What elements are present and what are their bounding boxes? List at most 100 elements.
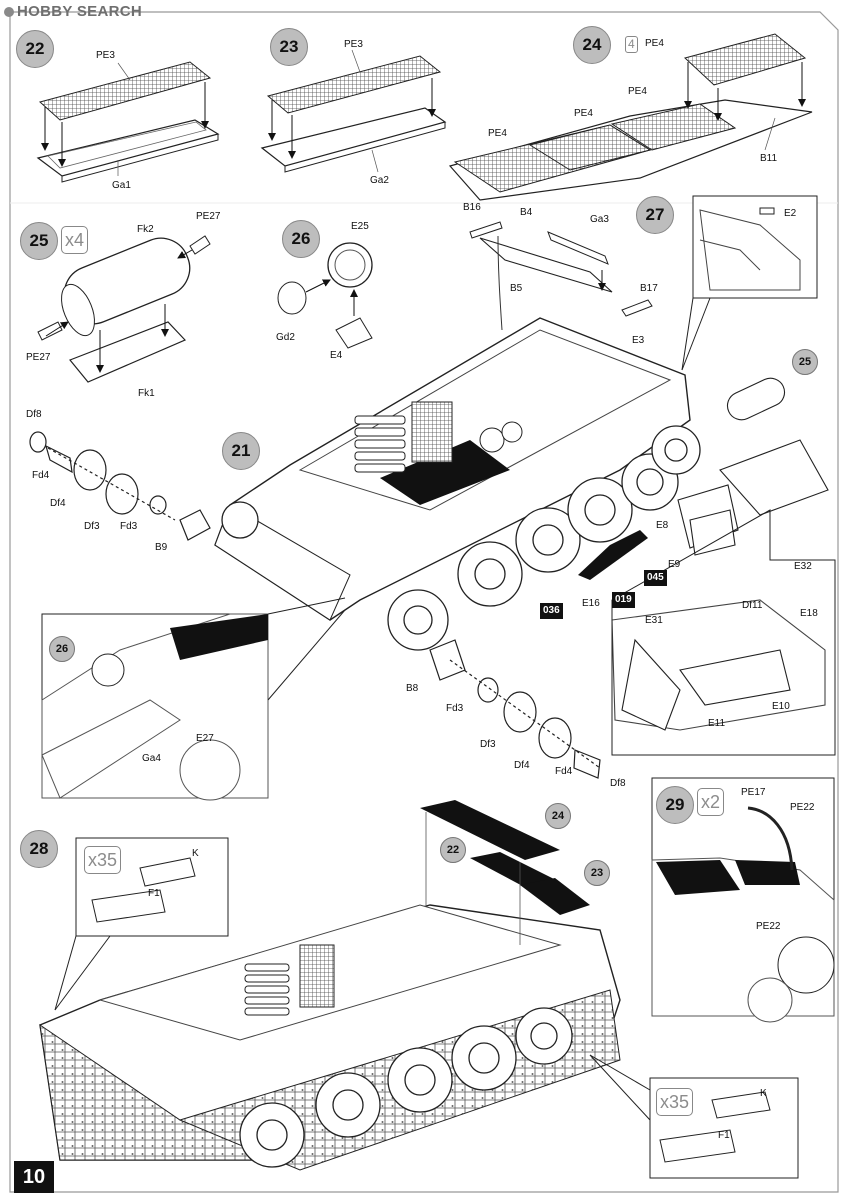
label-ga3: Ga3 xyxy=(590,214,609,225)
label-df8-a: Df8 xyxy=(26,409,42,420)
label-fd3-b: Fd3 xyxy=(446,703,464,714)
step-21-upper-parts xyxy=(469,221,653,331)
label-pe4-c: PE4 xyxy=(574,108,593,119)
label-e32: E32 xyxy=(794,561,812,572)
watermark: HOBBY SEARCH xyxy=(4,3,142,20)
ref-step-22: 22 xyxy=(440,837,466,863)
label-df3-a: Df3 xyxy=(84,521,100,532)
label-fk1: Fk1 xyxy=(138,388,155,399)
step-27-inset xyxy=(681,195,818,371)
label-e8: E8 xyxy=(656,520,669,531)
label-pe27-b: PE27 xyxy=(26,352,51,363)
label-gd2: Gd2 xyxy=(276,332,295,343)
label-b16: B16 xyxy=(463,202,481,213)
step-28-badge: 28 xyxy=(20,830,58,868)
label-df8-b: Df8 xyxy=(610,778,626,789)
label-b9: B9 xyxy=(155,542,168,553)
label-b5: B5 xyxy=(510,283,523,294)
label-e10: E10 xyxy=(772,701,790,712)
label-fk2: Fk2 xyxy=(137,224,154,235)
label-fd4-a: Fd4 xyxy=(32,470,50,481)
label-pe17: PE17 xyxy=(741,787,766,798)
label-fd4-b: Fd4 xyxy=(555,766,573,777)
label-pe22-b: PE22 xyxy=(756,921,781,932)
road-wheels-upper xyxy=(221,425,701,651)
paint-code-036: 036 xyxy=(540,603,563,619)
page-frame xyxy=(9,11,839,1193)
fender-parts xyxy=(611,377,829,731)
label-ga1: Ga1 xyxy=(112,180,131,191)
step-23-badge: 23 xyxy=(270,28,308,66)
step-25-parts xyxy=(37,235,211,383)
step-29-inset xyxy=(651,777,835,1023)
label-b4: B4 xyxy=(520,207,533,218)
step-21-hull xyxy=(214,317,701,651)
label-df4-a: Df4 xyxy=(50,498,66,509)
quantity-x4: x4 xyxy=(61,226,89,254)
label-e4: E4 xyxy=(330,350,343,361)
label-e9: E9 xyxy=(668,559,681,570)
step-26-badge: 26 xyxy=(282,220,320,258)
quantity-4-small: 4 xyxy=(625,36,638,53)
wheel-assembly-left xyxy=(29,431,211,541)
paint-code-045: 045 xyxy=(644,570,667,586)
label-df11: Df11 xyxy=(742,600,763,611)
label-pe3-a: PE3 xyxy=(96,50,115,61)
label-b8: B8 xyxy=(406,683,419,694)
quantity-x2: x2 xyxy=(697,788,725,816)
step-27-badge: 27 xyxy=(636,196,674,234)
label-b17: B17 xyxy=(640,283,658,294)
label-pe3-b: PE3 xyxy=(344,39,363,50)
label-f1-a: F1 xyxy=(148,888,160,899)
label-e3: E3 xyxy=(632,335,645,346)
label-b11: B11 xyxy=(760,153,778,164)
quantity-x35-a: x35 xyxy=(84,846,122,874)
label-ga4: Ga4 xyxy=(142,753,161,764)
step-29-badge: 29 xyxy=(656,786,694,824)
step-23-parts xyxy=(260,49,447,173)
screens-ghost-24 xyxy=(420,800,560,860)
step-26-parts xyxy=(277,242,373,349)
watermark-text: HOBBY SEARCH xyxy=(17,3,143,20)
e-inset-frame xyxy=(611,509,836,756)
label-e25: E25 xyxy=(351,221,369,232)
label-ga2: Ga2 xyxy=(370,175,389,186)
label-e16: E16 xyxy=(582,598,600,609)
label-e27: E27 xyxy=(196,733,214,744)
label-pe27-a: PE27 xyxy=(196,211,221,222)
ref-step-23: 23 xyxy=(584,860,610,886)
step-24-parts xyxy=(448,33,813,201)
step-28-assembly xyxy=(39,800,799,1179)
label-e2: E2 xyxy=(784,208,797,219)
step-25-badge: 25 xyxy=(20,222,58,260)
step-24-badge: 24 xyxy=(573,26,611,64)
watermark-logo-icon xyxy=(4,6,14,17)
quantity-x35-b: x35 xyxy=(656,1088,694,1116)
screens-ghost-23 xyxy=(520,878,590,915)
step-21-badge: 21 xyxy=(222,432,260,470)
label-pe22-a: PE22 xyxy=(790,802,815,813)
label-df4-b: Df4 xyxy=(514,760,530,771)
label-e18: E18 xyxy=(800,608,818,619)
ref-step-24: 24 xyxy=(545,803,571,829)
step-21-inset xyxy=(41,597,346,801)
page-number: 10 xyxy=(14,1161,54,1193)
screens-ghost-22 xyxy=(470,852,560,890)
label-e11: E11 xyxy=(708,718,726,729)
label-fd3-a: Fd3 xyxy=(120,521,138,532)
label-pe4-a: PE4 xyxy=(645,38,664,49)
wheel-assembly-right xyxy=(429,639,601,779)
label-f1-b: F1 xyxy=(718,1130,730,1141)
paint-code-019: 019 xyxy=(612,592,635,608)
ref-step-25: 25 xyxy=(792,349,818,375)
label-pe4-b: PE4 xyxy=(628,86,647,97)
ref-step-26: 26 xyxy=(49,636,75,662)
step-22-parts xyxy=(36,61,220,183)
label-pe4-d: PE4 xyxy=(488,128,507,139)
label-k-a: K xyxy=(192,848,199,859)
label-k-b: K xyxy=(760,1088,767,1099)
label-e31: E31 xyxy=(645,615,663,626)
label-df3-b: Df3 xyxy=(480,739,496,750)
step-22-badge: 22 xyxy=(16,30,54,68)
